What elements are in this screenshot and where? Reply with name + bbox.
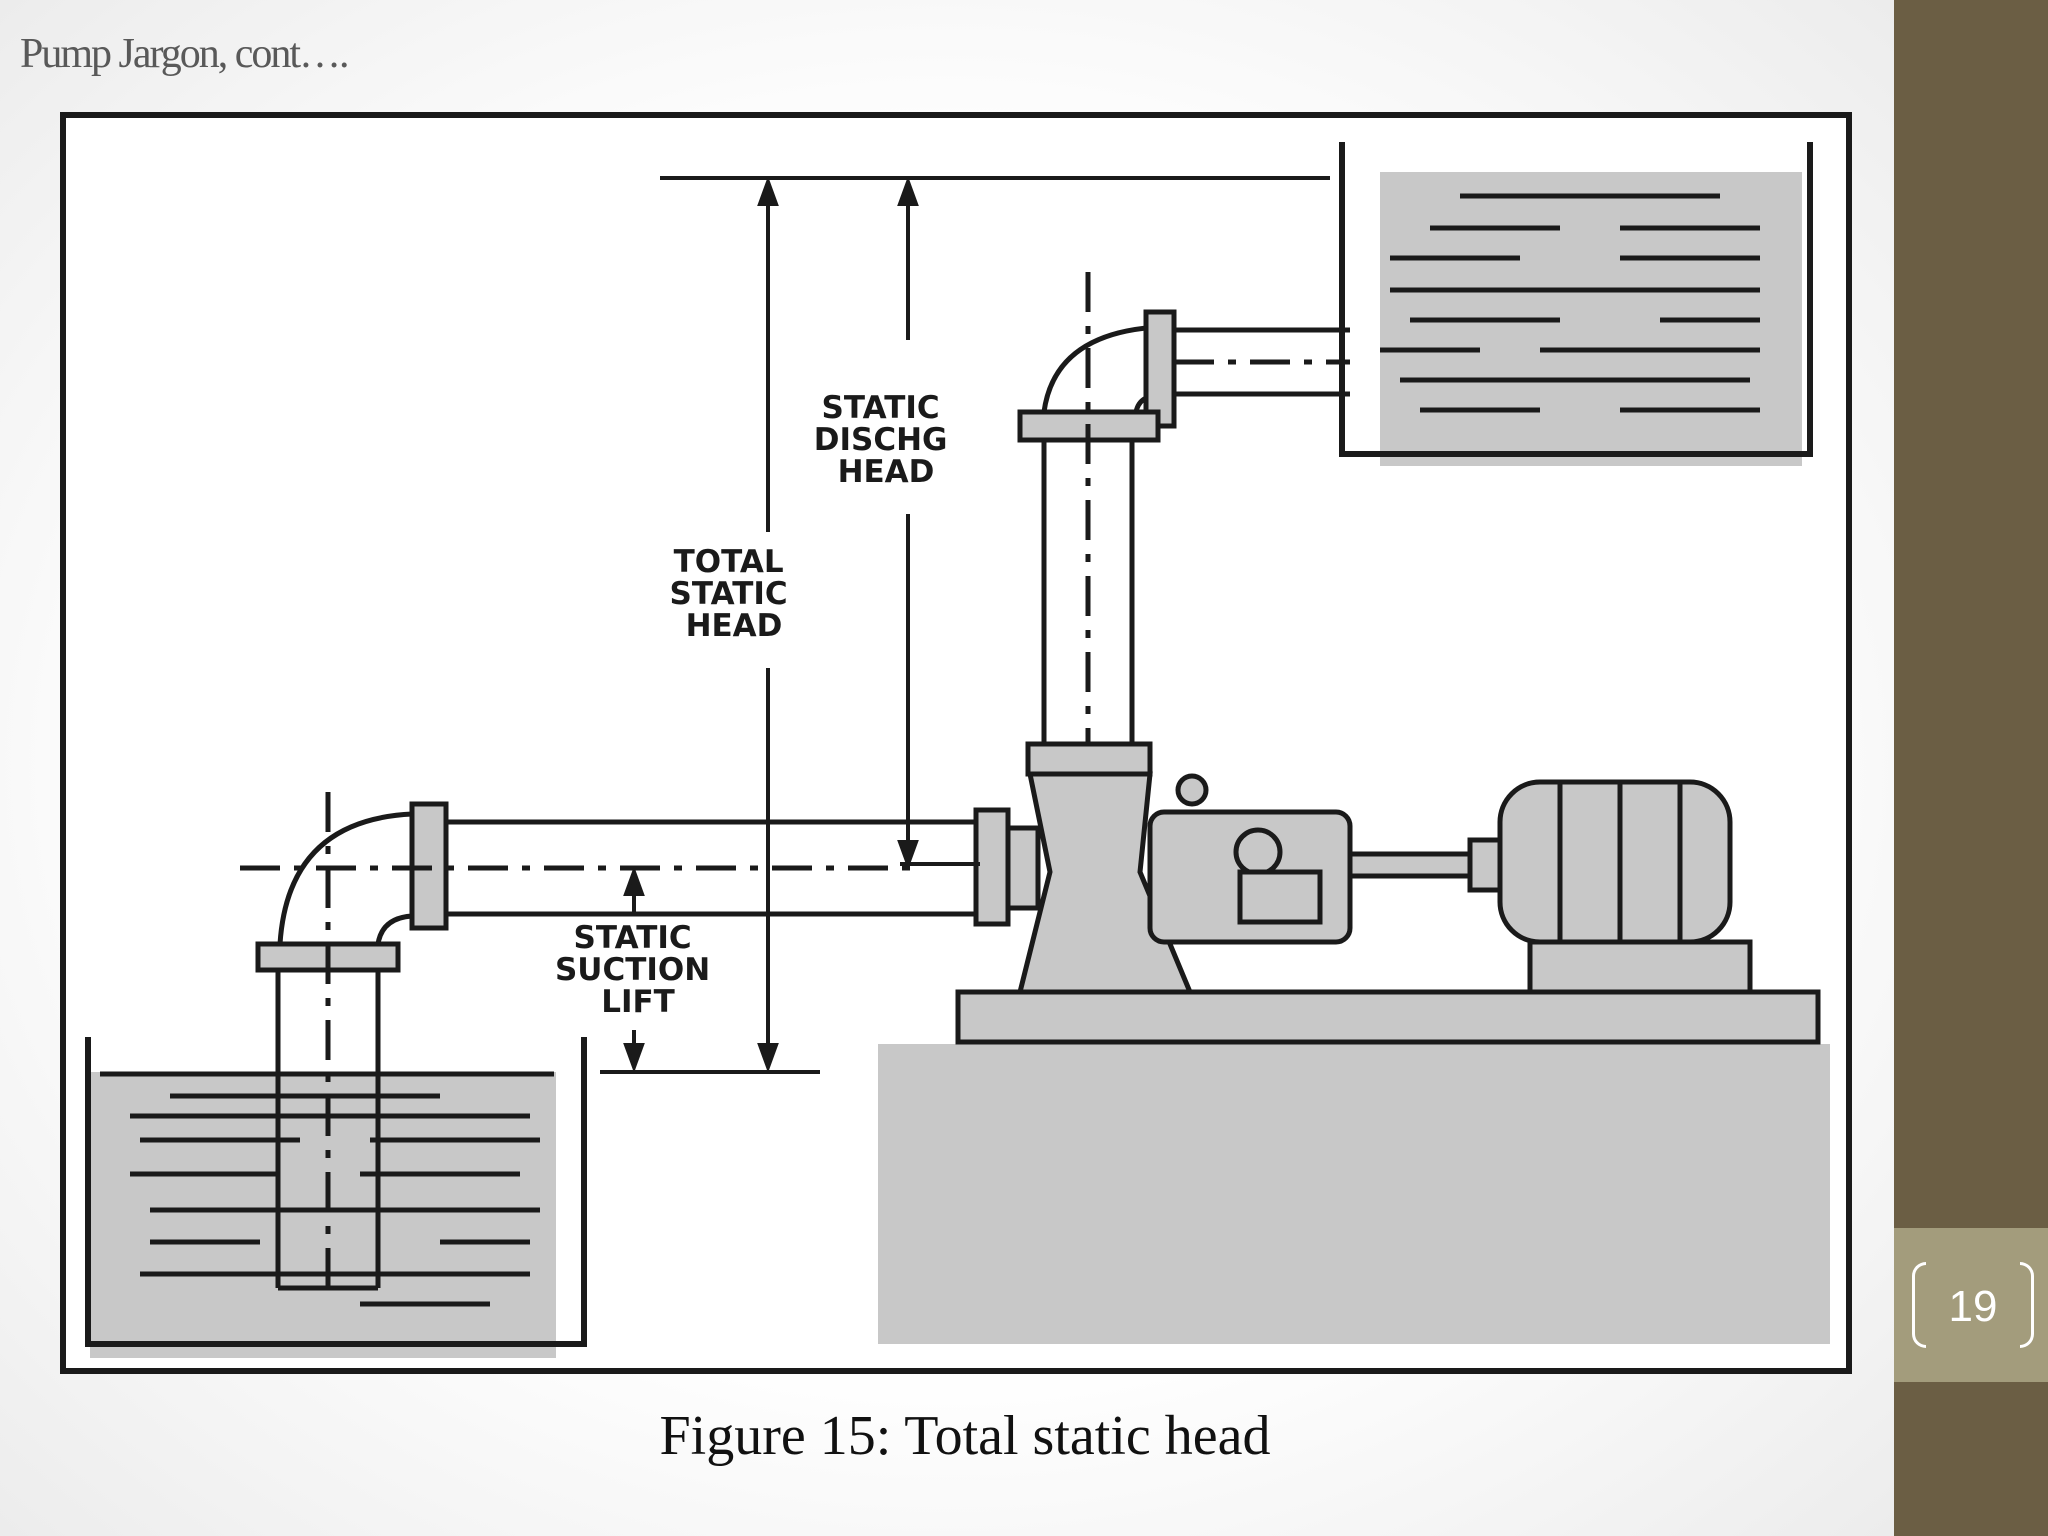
label-discharge-line1: STATIC xyxy=(822,390,940,426)
label-discharge-line3: HEAD xyxy=(838,454,935,490)
bracket-left-icon xyxy=(1912,1262,1926,1348)
discharge-tank xyxy=(1339,142,1813,466)
page-number-text: 19 xyxy=(1948,1282,1998,1331)
page-number: 19 xyxy=(1912,1262,2034,1352)
page-number-tab xyxy=(1894,1228,2048,1382)
bracket-right-icon xyxy=(2020,1262,2034,1348)
label-suction-line2: SUCTION xyxy=(555,952,710,988)
label-total-static-head: TOTAL STATIC HEAD xyxy=(670,544,799,644)
label-total-line2: STATIC xyxy=(670,576,788,612)
label-static-discharge-head: STATIC DISCHG HEAD xyxy=(814,390,959,490)
label-discharge-line2: DISCHG xyxy=(814,422,948,458)
label-suction-line3: LIFT xyxy=(601,984,675,1020)
label-static-suction-lift: STATIC SUCTION LIFT xyxy=(555,920,721,1020)
suction-pipe xyxy=(240,792,980,1292)
label-total-line1: TOTAL xyxy=(674,544,784,580)
pump-assembly xyxy=(955,771,1821,1045)
label-total-line3: HEAD xyxy=(686,608,783,644)
dimension-lines xyxy=(600,176,1330,1074)
figure-caption: Figure 15: Total static head xyxy=(659,1405,1271,1467)
total-static-head-diagram: TOTAL STATIC HEAD STATIC DISCHG HEAD STA… xyxy=(60,112,1852,1374)
pump-foundation xyxy=(878,1044,1830,1344)
label-suction-line1: STATIC xyxy=(574,920,692,956)
suction-tank xyxy=(85,1037,587,1358)
slide-title: Pump Jargon, cont…. xyxy=(20,31,350,77)
